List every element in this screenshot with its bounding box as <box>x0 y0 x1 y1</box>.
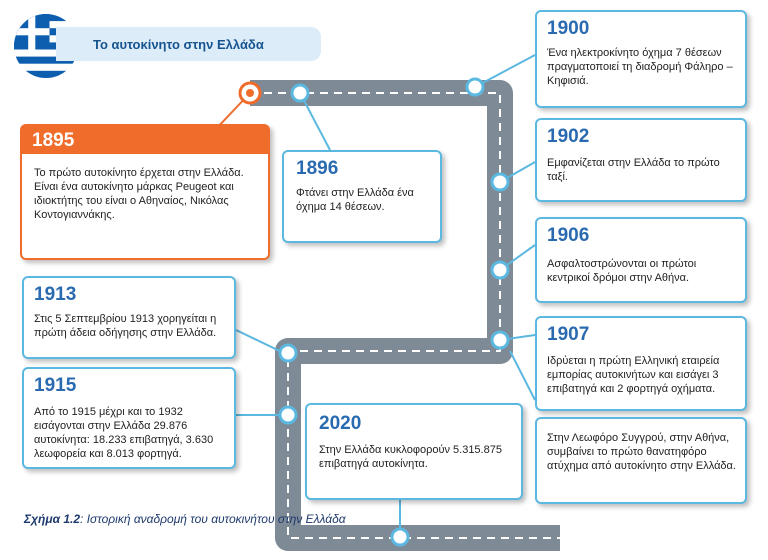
event-text: Στην Ελλάδα κυκλοφορούν 5.315.875 επιβατ… <box>319 444 502 470</box>
event-text: Ένα ηλεκτροκίνητο όχημα 7 θέσεων πραγματ… <box>547 47 733 87</box>
event-box-1906: 1906 Ασφαλτοστρώνονται οι πρώτοι κεντρικ… <box>535 217 747 303</box>
event-year: 1895 <box>32 130 75 151</box>
figure-caption: Σχήμα 1.2: Ιστορική αναδρομή του αυτοκιν… <box>24 512 346 527</box>
event-box-1900: 1900 Ένα ηλεκτροκίνητο όχημα 7 θέσεων πρ… <box>535 10 747 108</box>
event-box-1915: 1915 Από το 1915 μέχρι και το 1932 εισάγ… <box>22 367 236 469</box>
event-body <box>22 154 268 258</box>
figure-caption-text: : Ιστορική αναδρομή του αυτοκινήτου στην… <box>80 512 346 526</box>
event-year: 1907 <box>547 324 590 345</box>
event-box-1907: 1907 Ιδρύεται η πρώτη Ελληνική εταιρεία … <box>535 316 747 411</box>
event-text: Στις 5 Σεπτεμβρίου 1913 χορηγείται η πρώ… <box>34 313 217 339</box>
title-banner <box>56 27 321 61</box>
event-year: 1915 <box>34 375 77 396</box>
event-text: Εμφανίζεται στην Ελλάδα το πρώτο ταξί. <box>547 157 720 183</box>
event-text: Ασφαλτοστρώνονται οι πρώτοι κεντρικοί δρ… <box>547 258 697 284</box>
event-text: Το πρώτο αυτοκίνητο έρχεται στην Ελλάδα.… <box>34 167 244 221</box>
event-year: 1902 <box>547 126 590 147</box>
event-box-1902: 1902 Εμφανίζεται στην Ελλάδα το πρώτο τα… <box>535 118 747 202</box>
event-text: Από το 1915 μέχρι και το 1932 εισάγονται… <box>34 406 214 460</box>
event-text: Στην Λεωφόρο Συγγρού, στην Αθήνα, συμβαί… <box>547 432 736 472</box>
event-box-1913: 1913 Στις 5 Σεπτεμβρίου 1913 χορηγείται … <box>22 276 236 359</box>
event-year: 2020 <box>319 413 362 434</box>
event-box-1896: 1896 Φτάνει στην Ελλάδα ένα όχημα 14 θέσ… <box>282 150 442 243</box>
event-box-1895: 1895 Το πρώτο αυτοκίνητο έρχεται στην Ελ… <box>20 124 270 260</box>
event-text: Φτάνει στην Ελλάδα ένα όχημα 14 θέσεων. <box>296 187 414 213</box>
event-text: Ιδρύεται η πρώτη Ελληνική εταιρεία εμπορ… <box>547 355 720 395</box>
event-year: 1900 <box>547 18 590 39</box>
figure-label: Σχήμα 1.2 <box>24 512 81 526</box>
event-box-syngrou-accident: Στην Λεωφόρο Συγγρού, στην Αθήνα, συμβαί… <box>535 417 747 504</box>
event-year: 1913 <box>34 284 77 305</box>
event-box-2020: 2020 Στην Ελλάδα κυκλοφορούν 5.315.875 ε… <box>305 403 523 500</box>
page-title: Το αυτοκίνητο στην Ελλάδα <box>93 37 264 52</box>
event-year: 1906 <box>547 225 590 246</box>
event-year: 1896 <box>296 158 339 179</box>
